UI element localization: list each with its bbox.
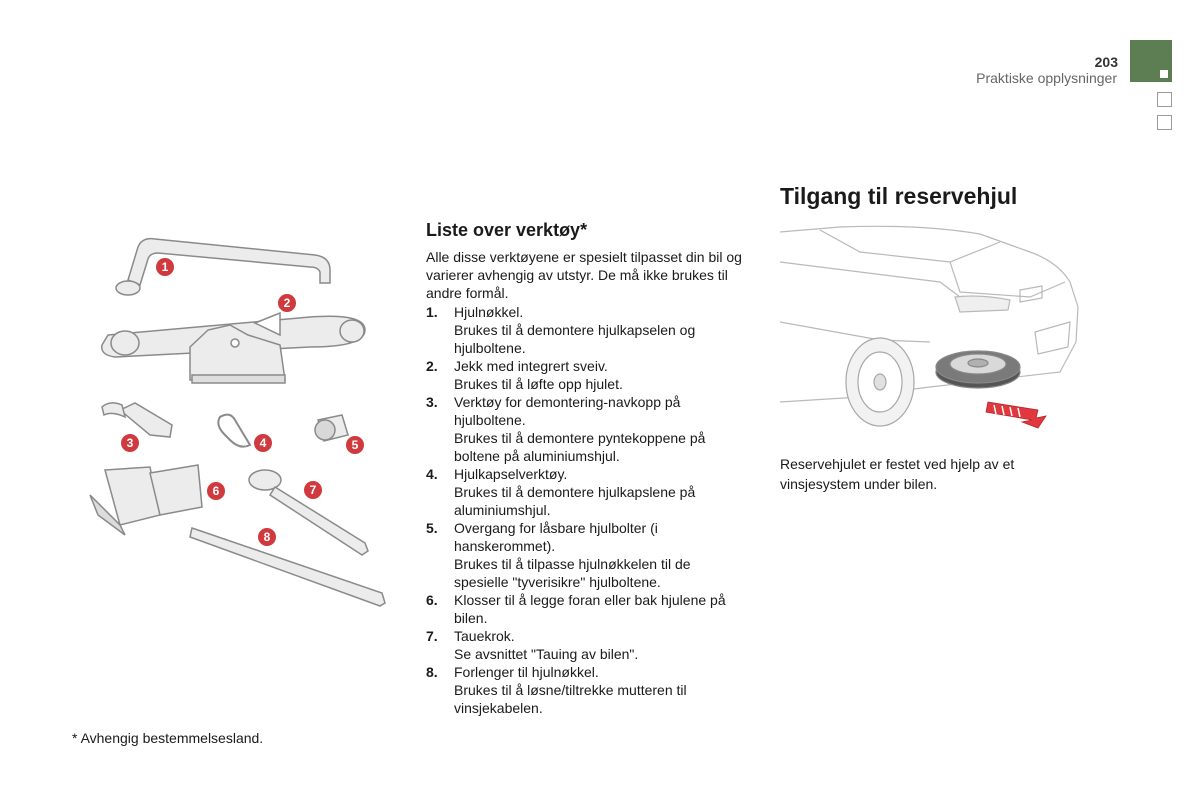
tool-badge-label: 4 [260,436,267,450]
tool-name: Klosser til å legge foran eller bak hjul… [454,592,726,626]
tool-name: Tauekrok. [454,628,515,644]
tool-number: 3. [426,394,438,410]
hubcap-removal-tool-drawing [101,402,173,438]
tool-name: Jekk med integrert sveiv. [454,358,608,374]
tool-badge-label: 6 [213,484,220,498]
tool-badge-label: 8 [264,530,271,544]
lock-bolt-adaptor-drawing [314,414,349,442]
spare-wheel-text: Reservehjulet er festet ved hjelp av et … [780,456,1015,492]
tool-badge-label: 5 [352,438,359,452]
footnote: * Avhengig bestemmelsesland. [72,730,264,746]
spare-wheel-illustration [780,225,1079,429]
towing-eye-drawing [248,469,369,556]
hubcap-tool-drawing [217,413,252,448]
tool-badge-6: 6 [205,480,227,502]
tool-list-item: 5. Overgang for låsbare hjulbolter (i han… [426,519,746,591]
tool-description: Brukes til å løsne/tiltrekke mutteren ti… [454,682,687,716]
tool-description: Brukes til å demontere pyntekoppene på b… [454,430,706,464]
tool-badge-7: 7 [302,479,324,501]
tool-name: Overgang for låsbare hjulbolter (i hansk… [454,520,658,554]
tool-list-item: 1. Hjulnøkkel. Brukes til å demontere hjul… [426,303,746,357]
tool-list-item: 4. Hjulkapselverktøy. Brukes til å demonte… [426,465,746,519]
wheel-chocks-drawing [89,464,203,536]
tool-badge-4: 4 [252,432,274,454]
wheel-wrench-drawing [115,237,331,296]
tool-number: 6. [426,592,438,608]
tool-badge-label: 3 [127,436,134,450]
tool-list-item: 8. Forlenger til hjulnøkkel. Brukes til å … [426,663,746,717]
tool-badge-8: 8 [256,526,278,548]
tool-badge-label: 7 [310,483,317,497]
tool-badge-label: 2 [284,296,291,310]
chapter-tab-box [1157,92,1172,107]
chapter-tab-box [1157,115,1172,130]
rear-wheel-drawing [845,337,915,427]
tool-number-badges: 1 2 3 4 5 6 7 8 [119,256,366,548]
tool-name: Forlenger til hjulnøkkel. [454,664,599,680]
tool-number: 7. [426,628,438,644]
tool-list-item: 6. Klosser til å legge foran eller bak hj… [426,591,746,627]
tools-intro-text: Alle disse verktøyene er spesielt tilpas… [426,249,742,301]
car-outline-drawing [780,225,1079,403]
tool-number: 5. [426,520,438,536]
tool-number: 4. [426,466,438,482]
tool-name: Hjulnøkkel. [454,304,524,320]
tool-badge-label: 1 [162,260,169,274]
tool-name: Hjulkapselverktøy. [454,466,568,482]
down-arrow-drawing [985,401,1047,429]
jack-drawing [101,311,366,384]
tool-list-item: 2. Jekk med integrert sveiv. Brukes til å … [426,357,746,393]
section-name: Praktiske opplysninger [976,70,1117,86]
chapter-tab-marker [1160,70,1168,78]
tool-description: Brukes til å demontere hjulkapselen og h… [454,322,696,356]
spare-wheel-title: Tilgang til reservehjul [780,183,1018,209]
tool-name: Verktøy for demontering-navkopp på hjulb… [454,394,681,428]
tool-badge-2: 2 [276,292,298,314]
tool-badge-1: 1 [154,256,176,278]
tools-illustration [89,237,386,607]
tool-number: 2. [426,358,438,374]
tools-list: 1. Hjulnøkkel. Brukes til å demontere hjul… [426,303,746,717]
chapter-tab [1130,40,1172,82]
tool-list-item: 3. Verktøy for demontering-navkopp på hju… [426,393,746,465]
tool-badge-5: 5 [344,434,366,456]
tool-badge-3: 3 [119,432,141,454]
tool-description: Brukes til å tilpasse hjulnøkkelen til d… [454,556,691,590]
spare-wheel-drawing [935,350,1021,389]
tool-description: Brukes til å demontere hjulkapslene på a… [454,484,696,518]
page-number: 203 [1094,54,1118,70]
tool-description: Se avsnittet "Tauing av bilen". [454,646,639,662]
tool-description: Brukes til å løfte opp hjulet. [454,376,623,392]
tool-list-item: 7. Tauekrok. Se avsnittet "Tauing av bilen… [426,627,746,663]
tool-number: 1. [426,304,438,320]
tools-list-title: Liste over verktøy* [426,220,588,240]
wrench-extension-drawing [189,527,386,607]
tool-number: 8. [426,664,438,680]
